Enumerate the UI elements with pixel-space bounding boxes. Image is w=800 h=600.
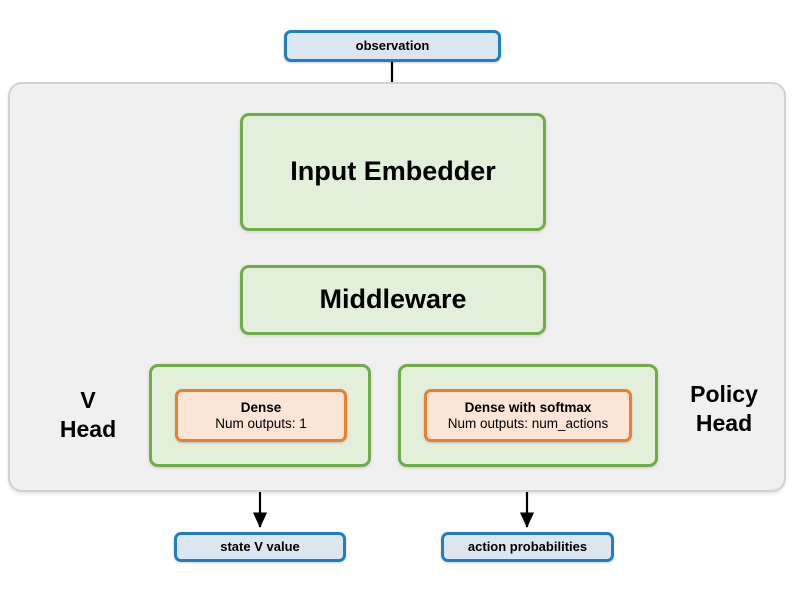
policy-head-caption: Policy Head (666, 380, 782, 438)
policy-head-dense-node[interactable]: Dense with softmax Num outputs: num_acti… (424, 389, 632, 442)
middleware-node[interactable]: Middleware (240, 265, 546, 335)
v-head-dense-node[interactable]: Dense Num outputs: 1 (175, 389, 347, 442)
action-probabilities-node[interactable]: action probabilities (441, 532, 614, 562)
action-probabilities-label: action probabilities (467, 539, 588, 555)
input-embedder-node[interactable]: Input Embedder (240, 113, 546, 231)
policy-head-dense-subtitle: Num outputs: num_actions (447, 415, 609, 431)
observation-label: observation (355, 38, 430, 54)
v-head-dense-subtitle: Num outputs: 1 (215, 415, 307, 431)
observation-node[interactable]: observation (284, 30, 501, 62)
v-head-caption-line2: Head (59, 415, 117, 442)
middleware-label: Middleware (319, 284, 467, 315)
policy-head-caption-line1: Policy (690, 381, 758, 407)
policy-head-caption-line2: Head (695, 409, 753, 436)
v-head-caption: V Head (36, 386, 140, 444)
v-head-dense-title: Dense (240, 399, 282, 415)
input-embedder-label: Input Embedder (290, 156, 496, 187)
v-head-caption-line1: V (80, 387, 96, 413)
state-v-value-label: state V value (220, 539, 300, 555)
policy-head-dense-title: Dense with softmax (464, 399, 592, 415)
state-v-value-node[interactable]: state V value (174, 532, 346, 562)
